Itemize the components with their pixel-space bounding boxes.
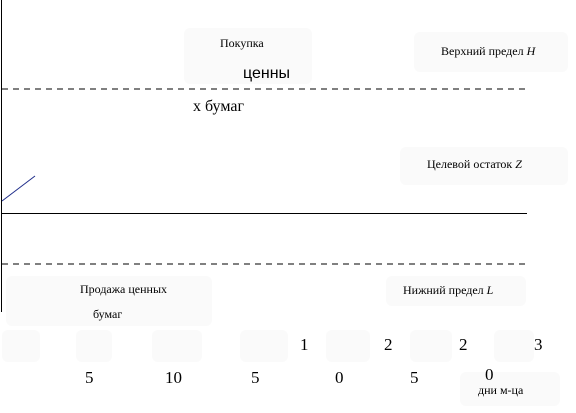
x-tick-bottom: 10 xyxy=(165,368,182,387)
x-tick-bottom: 0 xyxy=(485,365,494,384)
target-balance-label: Целевой остаток Z xyxy=(427,158,522,170)
tick-bg-5 xyxy=(326,330,370,362)
upper-limit-symbol: H xyxy=(526,44,536,58)
upper-limit-text: Верхний предел xyxy=(441,44,524,58)
x-tick-top: 1 xyxy=(300,335,309,354)
x-tick-top: 3 xyxy=(534,335,543,354)
purchase-label-bg xyxy=(184,28,312,84)
sale-label-line1: Продажа ценных xyxy=(80,282,168,296)
upper-limit-label-bg xyxy=(414,32,568,72)
target-label-bg xyxy=(400,147,568,185)
lower-limit-symbol: L xyxy=(486,283,494,297)
balance-trajectory xyxy=(1,175,36,202)
target-balance-symbol: Z xyxy=(515,157,522,171)
lower-limit-text: Нижний предел xyxy=(403,283,484,297)
tick-bg-3 xyxy=(152,330,202,362)
tick-bg-4 xyxy=(240,330,288,362)
target-balance-text: Целевой остаток xyxy=(427,157,513,171)
tick-bg-2 xyxy=(76,330,112,362)
lower-limit-label-bg xyxy=(386,276,526,306)
x-tick-bottom: 5 xyxy=(85,368,94,387)
purchase-label-line3: х бумаг xyxy=(193,98,244,115)
x-axis-unit-label: дни м-ца xyxy=(478,383,524,397)
sale-label-line2: бумаг xyxy=(93,307,123,321)
axis-unit-bg xyxy=(460,372,560,406)
sale-label-bg xyxy=(6,276,212,326)
purchase-label-line2: ценны xyxy=(243,65,291,82)
lower-limit-label: Нижний предел L xyxy=(403,284,493,296)
tick-bg-6 xyxy=(410,330,452,362)
x-tick-top: 2 xyxy=(384,335,393,354)
tick-bg-1 xyxy=(2,330,40,362)
x-tick-bottom: 0 xyxy=(335,368,344,387)
tick-bg-7 xyxy=(494,330,534,362)
x-tick-bottom: 5 xyxy=(410,368,419,387)
x-tick-top: 2 xyxy=(459,335,468,354)
purchase-label-line1: Покупка xyxy=(220,36,264,50)
x-tick-bottom: 5 xyxy=(251,368,260,387)
upper-limit-label: Верхний предел H xyxy=(441,45,535,57)
